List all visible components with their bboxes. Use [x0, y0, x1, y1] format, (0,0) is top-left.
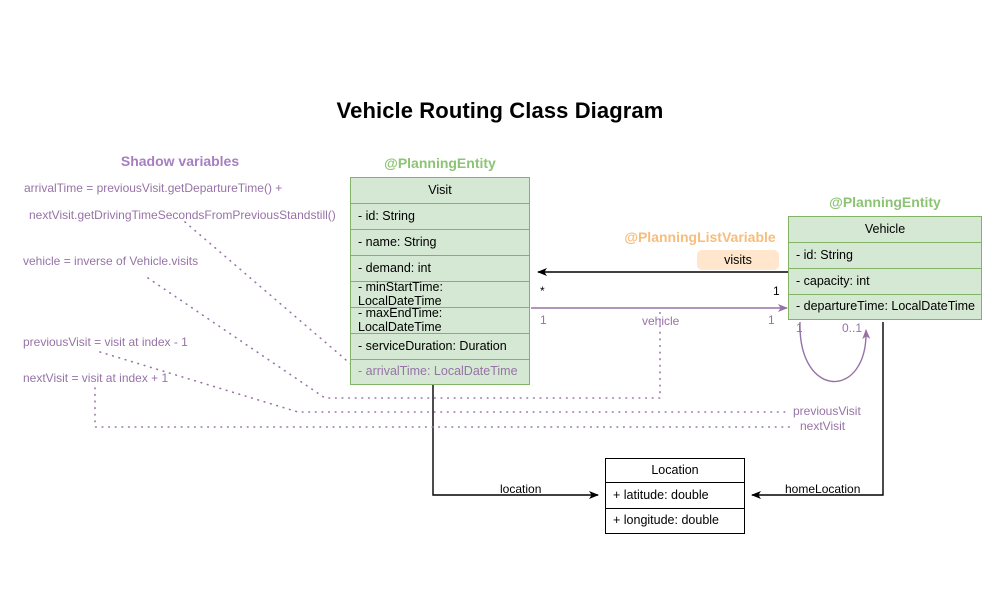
class-box-visit[interactable]: Visit - id: String - name: String - dema…	[350, 177, 530, 385]
class-attribute: - serviceDuration: Duration	[350, 333, 530, 359]
relation-label-vehicle: vehicle	[642, 314, 680, 328]
edge-location	[432, 383, 599, 499]
shadow-wire-next-visit	[94, 387, 791, 428]
class-title-location: Location	[605, 458, 745, 482]
class-attribute: + longitude: double	[605, 508, 745, 534]
multiplicity-visits-target: 1	[773, 284, 780, 298]
class-attribute: - departureTime: LocalDateTime	[788, 294, 982, 320]
shadow-note-arrival-time-line1: arrivalTime = previousVisit.getDeparture…	[24, 181, 283, 195]
relation-label-home-location: homeLocation	[785, 482, 861, 496]
class-attribute: + latitude: double	[605, 482, 745, 508]
shadow-variables-heading: Shadow variables	[120, 153, 240, 169]
relation-label-location: location	[500, 482, 542, 496]
class-box-location[interactable]: Location + latitude: double + longitude:…	[605, 458, 745, 534]
class-title-vehicle: Vehicle	[788, 216, 982, 242]
multiplicity-visits-source: *	[540, 284, 545, 298]
class-attribute: - id: String	[350, 203, 530, 229]
class-box-vehicle[interactable]: Vehicle - id: String - capacity: int - d…	[788, 216, 982, 320]
shadow-note-arrival-time-line2: nextVisit.getDrivingTimeSecondsFromPrevi…	[29, 208, 336, 222]
class-attribute: - capacity: int	[788, 268, 982, 294]
multiplicity-vehicle-target: 1	[768, 313, 775, 327]
shadow-note-vehicle: vehicle = inverse of Vehicle.visits	[23, 254, 199, 268]
class-attribute-shadow: - arrivalTime: LocalDateTime	[350, 359, 530, 385]
class-attribute: - minStartTime: LocalDateTime	[350, 280, 530, 307]
class-title-visit: Visit	[350, 177, 530, 203]
relation-label-visits: visits	[697, 250, 779, 270]
stereotype-planning-entity-vehicle: @PlanningEntity	[829, 194, 941, 210]
shadow-note-previous-visit: previousVisit = visit at index - 1	[23, 335, 188, 349]
shadow-note-next-visit: nextVisit = visit at index + 1	[23, 371, 169, 385]
multiplicity-vehicle-source: 1	[540, 313, 547, 327]
stereotype-planning-entity-visit: @PlanningEntity	[384, 155, 496, 171]
relation-label-previous-visit: previousVisit	[793, 404, 861, 418]
class-attribute: - demand: int	[350, 255, 530, 281]
class-attribute: - name: String	[350, 229, 530, 255]
page-title: Vehicle Routing Class Diagram	[336, 98, 664, 123]
stereotype-planning-list-variable: @PlanningListVariable	[624, 229, 776, 245]
multiplicity-self-source: 1	[796, 321, 803, 335]
shadow-wire-arrival-time	[184, 221, 361, 373]
class-attribute: - id: String	[788, 242, 982, 268]
relation-label-next-visit: nextVisit	[800, 419, 846, 433]
class-attribute: - maxEndTime: LocalDateTime	[350, 306, 530, 333]
multiplicity-self-target: 0..1	[842, 321, 863, 335]
